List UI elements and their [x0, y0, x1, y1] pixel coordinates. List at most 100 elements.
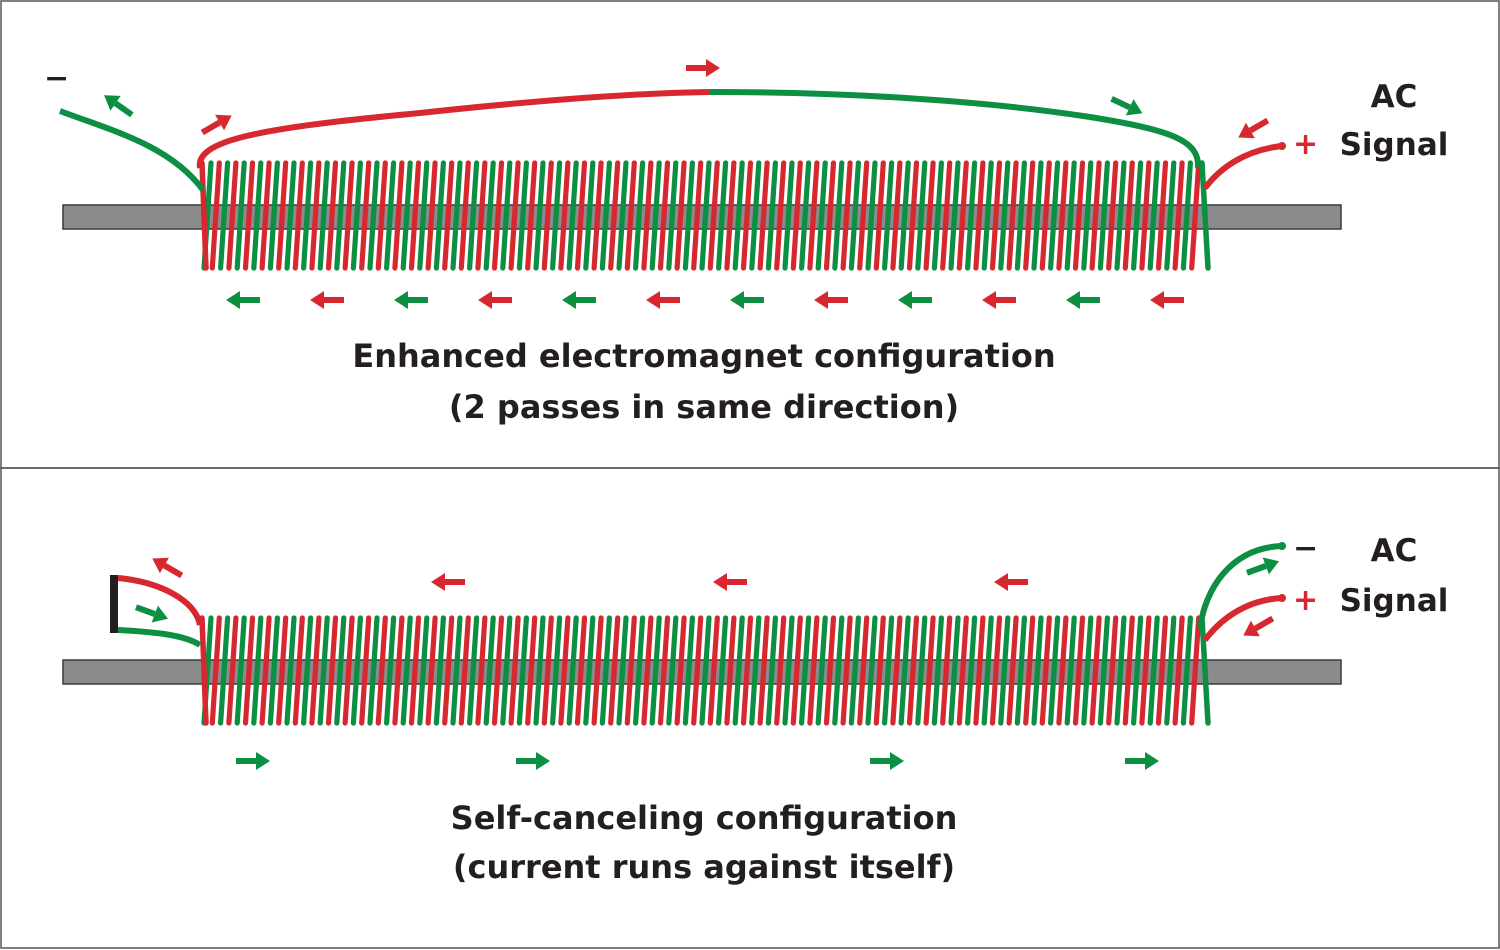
arrow-head [898, 291, 912, 309]
current-arrow [982, 291, 1016, 309]
coil-turn [533, 615, 546, 726]
lead-minus-end [1278, 542, 1286, 550]
coil-turn [649, 615, 662, 726]
coil-turn [1155, 615, 1169, 726]
coil-turn [301, 615, 314, 726]
coil-turn [591, 160, 604, 271]
coil-turn [350, 615, 363, 726]
arrow-head [1243, 620, 1260, 637]
minus-sign: − [1293, 531, 1318, 566]
coil-turn [898, 160, 911, 271]
coil-turn [325, 160, 339, 271]
coil-turn [259, 160, 272, 271]
coil-turn [1155, 160, 1169, 271]
coil-turn [774, 160, 787, 271]
coil-turn [873, 615, 886, 726]
coil-turn [1189, 160, 1202, 271]
minus-sign: − [44, 61, 69, 96]
coil-turn [873, 160, 886, 271]
coil-turn [857, 160, 870, 271]
lead-minus [1197, 543, 1283, 629]
current-arrow [431, 573, 465, 591]
coil-turn [1023, 615, 1036, 726]
coil-turn [242, 160, 256, 271]
current-arrow [226, 291, 260, 309]
coil-turn [807, 160, 820, 271]
coil-turn [425, 160, 438, 271]
current-arrows-lower [236, 752, 1159, 770]
coil-turn [392, 615, 405, 726]
coil-turn [491, 160, 505, 271]
coil-turn [691, 160, 704, 271]
coil-turn [790, 160, 803, 271]
coil-turn [276, 160, 289, 271]
current-arrow [898, 291, 932, 309]
coil-turn [973, 160, 986, 271]
current-arrow [730, 291, 764, 309]
coil-turn [1164, 160, 1177, 271]
coil-winding [199, 160, 1211, 271]
coil-turn [699, 160, 712, 271]
current-arrow [310, 291, 344, 309]
coil-turn [998, 160, 1011, 271]
arrow-head [562, 291, 576, 309]
coil-winding [199, 615, 1211, 726]
arrow-shaft [113, 100, 134, 118]
coil-turn [1081, 160, 1094, 271]
lead-plus [1202, 595, 1283, 642]
coil-turn [790, 615, 803, 726]
coil-turn [1064, 160, 1077, 271]
coil-turn [749, 160, 762, 271]
coil-turn [1114, 615, 1127, 726]
return-wire-red [196, 89, 711, 169]
arrow-shaft [200, 119, 222, 136]
coil-turn [566, 615, 579, 726]
coil-turn [890, 160, 903, 271]
arrow-head [713, 573, 727, 591]
coil-turn [1097, 160, 1111, 271]
coil-turn [1031, 615, 1044, 726]
coil-turn [881, 615, 895, 726]
coil-turn [1164, 615, 1177, 726]
coil-turn [865, 160, 878, 271]
plus-sign: + [1293, 127, 1318, 162]
coil-turn [1180, 615, 1194, 726]
coil-turn [508, 160, 521, 271]
coil-turn [915, 615, 928, 726]
coil-turn [1014, 160, 1028, 271]
coil-turn [458, 160, 471, 271]
coil-turn [267, 615, 280, 726]
coil-turn [267, 160, 280, 271]
coil-turn [251, 615, 264, 726]
coil-turn [624, 615, 637, 726]
arrow-head [646, 291, 660, 309]
coil-turn [765, 160, 779, 271]
coil-turn [857, 615, 870, 726]
coil-turn [549, 160, 563, 271]
current-arrow [152, 557, 184, 579]
coil-turn [375, 615, 388, 726]
arrow-head [104, 95, 121, 111]
coil-turn [782, 615, 795, 726]
coil-turn [525, 160, 538, 271]
ac-label: AC [1371, 533, 1418, 569]
coil-turn [1056, 615, 1069, 726]
coil-turn [276, 615, 289, 726]
coil-turn [475, 160, 488, 271]
coil-turn [242, 615, 256, 726]
coil-turn [350, 160, 363, 271]
coil-turn [1139, 615, 1152, 726]
coil-turn [798, 615, 812, 726]
coil-turn [732, 615, 745, 726]
arrow-head [890, 752, 904, 770]
lead-plus-end [1278, 142, 1286, 150]
coil-turn [1147, 615, 1160, 726]
coil-turn [599, 160, 613, 271]
coil-turn [574, 160, 588, 271]
coil-turn [574, 615, 588, 726]
coil-turn [1039, 615, 1052, 726]
coil-turn [309, 160, 322, 271]
current-arrow [1066, 291, 1100, 309]
coil-turn [666, 160, 679, 271]
